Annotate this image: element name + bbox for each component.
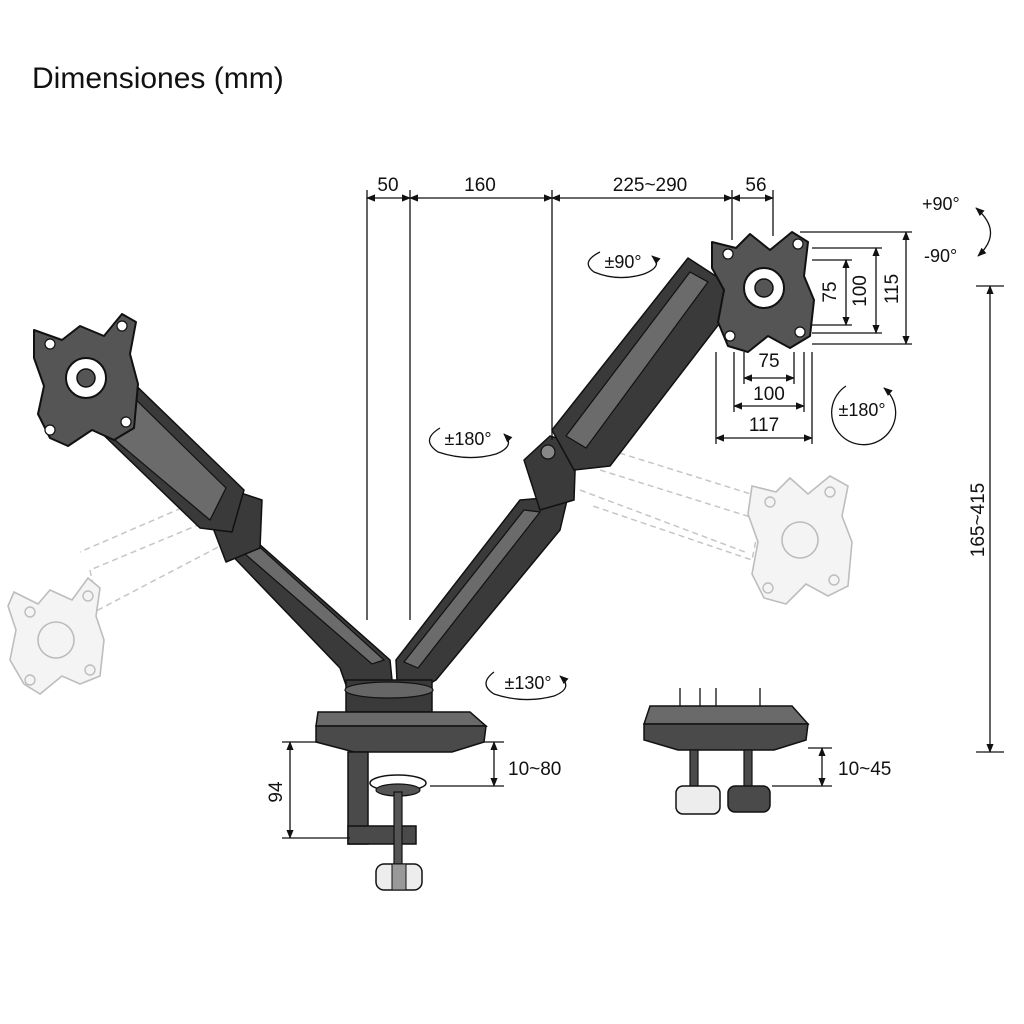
dim-plate-depth: 56 — [745, 175, 766, 196]
diagram-title: Dimensiones (mm) — [32, 62, 284, 95]
right-arm — [395, 231, 815, 703]
dim-clamp-range: 10~80 — [508, 759, 561, 780]
rot-swivel-90: ±90° — [604, 252, 641, 272]
ghost-right-monitor — [579, 449, 853, 605]
rot-rotate-180-plate: ±180° — [838, 400, 885, 420]
rot-tilt-up: +90° — [922, 194, 960, 214]
dim-top-offset: 50 — [377, 175, 398, 196]
rot-base-130: ±130° — [504, 673, 551, 693]
dimension-lines — [282, 190, 1004, 839]
rot-tilt-down: -90° — [924, 246, 957, 266]
dim-height-range: 165~415 — [968, 483, 989, 558]
dim-arm-extension: 225~290 — [613, 175, 688, 196]
dim-plate-h-117: 117 — [749, 415, 779, 436]
dim-vesa-v-75: 75 — [820, 281, 841, 302]
dim-plate-v-115: 115 — [882, 274, 903, 304]
left-arm — [33, 313, 395, 703]
dim-pole-height: 94 — [266, 781, 287, 803]
rot-rotate-180-center: ±180° — [444, 429, 491, 449]
grommet-base — [642, 688, 810, 815]
dim-vesa-v-100: 100 — [850, 275, 871, 307]
dim-vesa-h-75: 75 — [758, 351, 779, 372]
dim-vesa-h-100: 100 — [753, 384, 785, 405]
ghost-left-monitor — [7, 499, 223, 695]
center-base — [315, 679, 488, 891]
dimension-labels: 50 160 225~290 56 75 100 115 75 100 117 … — [266, 175, 989, 803]
dim-grommet-range: 10~45 — [838, 759, 891, 780]
dim-arm-segment: 160 — [464, 175, 496, 196]
rotation-indicators: +90° -90° ±90° ±180° ±180° ±130° — [428, 194, 992, 701]
